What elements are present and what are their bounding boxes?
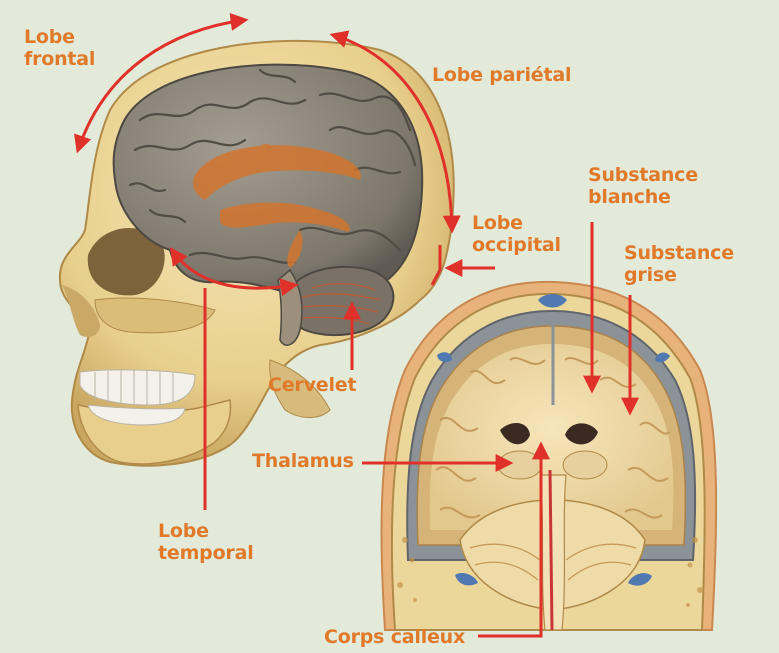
- label-lobe-frontal: Lobe frontal: [24, 26, 95, 70]
- label-lobe-temporal: Lobe temporal: [158, 520, 254, 564]
- label-cervelet: Cervelet: [268, 374, 356, 396]
- label-lobe-occipital: Lobe occipital: [472, 212, 561, 256]
- label-thalamus: Thalamus: [252, 450, 354, 472]
- label-substance-blanche: Substance blanche: [588, 164, 698, 208]
- label-lobe-parietal: Lobe pariétal: [432, 64, 571, 86]
- label-substance-grise: Substance grise: [624, 242, 734, 286]
- label-corps-calleux: Corps calleux: [324, 626, 465, 648]
- coronal-section: [382, 282, 717, 630]
